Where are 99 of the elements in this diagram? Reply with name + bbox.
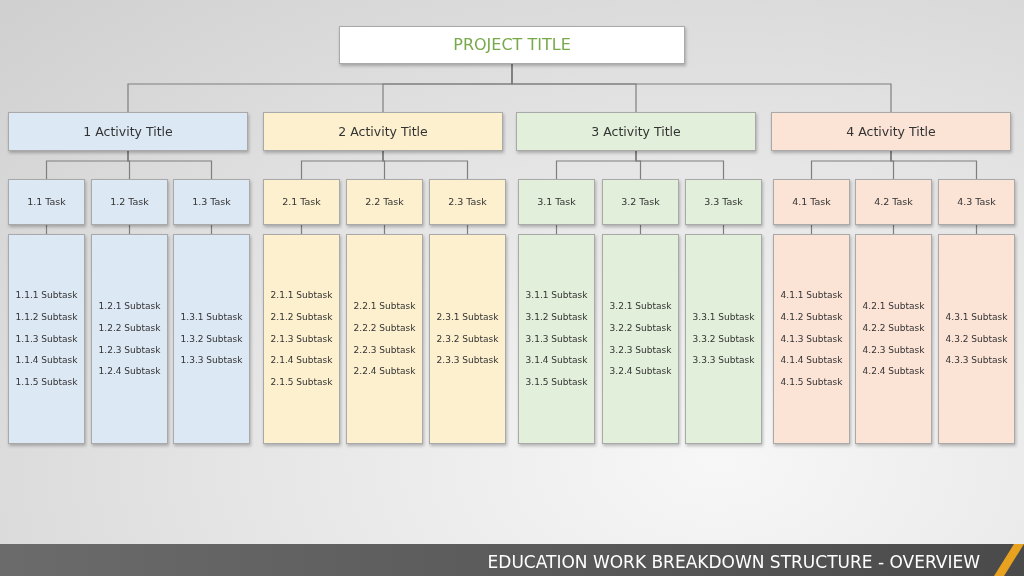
subtask-box: [518, 234, 595, 444]
node-label: 2.1.2 Subtask: [270, 311, 333, 323]
node-label: 1.3 Task: [192, 196, 231, 208]
node-label: 4.1.1 Subtask: [780, 290, 843, 301]
node-label: 1.1 Task: [27, 196, 66, 208]
activity-box: [771, 112, 1011, 151]
task-box: [602, 179, 679, 225]
node-label: 3.1.3 Subtask: [525, 333, 588, 345]
node-label: 1.1.3 Subtask: [15, 333, 78, 345]
node-label: 3.2.3 Subtask: [609, 344, 672, 356]
node-label: 2.3 Task: [448, 196, 487, 208]
subtask-box: [938, 234, 1015, 444]
task-box: [346, 179, 423, 225]
node-label: 2.1.1 Subtask: [270, 290, 333, 301]
node-label: 1.1.5 Subtask: [15, 377, 78, 388]
node-label: 4.2.4 Subtask: [862, 366, 925, 378]
node-label: 1.2.3 Subtask: [98, 344, 161, 356]
node-label: 2.1.4 Subtask: [270, 355, 333, 367]
node-label: 3.1.4 Subtask: [525, 355, 588, 367]
connector-line: [635, 150, 725, 180]
node-label: 1.2.1 Subtask: [98, 300, 161, 312]
node-label: 4.1.5 Subtask: [780, 377, 843, 388]
node-label: 1.3.1 Subtask: [180, 311, 243, 323]
subtask-box: [8, 234, 85, 444]
node-label: 1.2.4 Subtask: [98, 366, 161, 378]
node-label: 2.2 Task: [365, 196, 404, 208]
node-label: 2.1 Task: [282, 196, 321, 208]
node-label: 2.1.3 Subtask: [270, 333, 333, 345]
activity-box: [8, 112, 248, 151]
node-label: 1.2 Task: [110, 196, 149, 208]
node-label: 4.3.3 Subtask: [945, 355, 1008, 367]
node-label: 1.3.3 Subtask: [180, 355, 243, 367]
node-label: 4.1.2 Subtask: [780, 311, 843, 323]
node-label: 3.1.5 Subtask: [525, 377, 588, 388]
activity-box: [516, 112, 756, 151]
task-box: [263, 179, 340, 225]
node-label: 3.2.4 Subtask: [609, 366, 672, 378]
node-label: 3.2.2 Subtask: [609, 322, 672, 334]
task-box: [8, 179, 85, 225]
subtask-box: [91, 234, 168, 444]
node-label: 2.2.2 Subtask: [353, 322, 416, 334]
node-label: 3.3 Task: [704, 196, 743, 208]
node-label: 4.3 Task: [957, 196, 996, 208]
node-label: 1 Activity Title: [83, 124, 173, 139]
node-label: 1.1.4 Subtask: [15, 355, 78, 367]
node-label: 2.2.4 Subtask: [353, 366, 416, 378]
node-label: 3.3.3 Subtask: [692, 355, 755, 367]
node-label: 4.2.3 Subtask: [862, 344, 925, 356]
node-label: 2.3.3 Subtask: [436, 355, 499, 367]
node-label: 1.1.2 Subtask: [15, 311, 78, 323]
node-label: 2.3.1 Subtask: [436, 311, 499, 323]
subtask-box: [346, 234, 423, 444]
task-box: [855, 179, 932, 225]
node-label: 4.2.1 Subtask: [862, 300, 925, 312]
task-box: [685, 179, 762, 225]
node-label: 4.1.4 Subtask: [780, 355, 843, 367]
node-label: 2.1.5 Subtask: [270, 377, 333, 388]
subtask-box: [685, 234, 762, 444]
task-box: [91, 179, 168, 225]
subtask-box: [173, 234, 250, 444]
node-label: 3.2.1 Subtask: [609, 300, 672, 312]
node-label: 3.1.1 Subtask: [525, 290, 588, 301]
node-label: 2.3.2 Subtask: [436, 333, 499, 345]
node-label: 3.3.2 Subtask: [692, 333, 755, 345]
subtask-box: [773, 234, 850, 444]
task-box: [173, 179, 250, 225]
connector-line: [890, 150, 978, 180]
node-label: 4.2 Task: [874, 196, 913, 208]
node-label: 2 Activity Title: [338, 124, 428, 139]
node-label: 4.3.2 Subtask: [945, 333, 1008, 345]
task-box: [773, 179, 850, 225]
node-label: 4.3.1 Subtask: [945, 311, 1008, 323]
node-label: 3.2 Task: [621, 196, 660, 208]
subtask-box: [429, 234, 506, 444]
task-box: [938, 179, 1015, 225]
node-label: 1.2.2 Subtask: [98, 322, 161, 334]
connector-line: [382, 150, 469, 180]
node-label: 4.1 Task: [792, 196, 831, 208]
node-label: 3.3.1 Subtask: [692, 311, 755, 323]
node-label: 2.2.1 Subtask: [353, 300, 416, 312]
node-label: 4.1.3 Subtask: [780, 333, 843, 345]
project-title-box: [339, 26, 685, 64]
task-box: [429, 179, 506, 225]
node-label: 2.2.3 Subtask: [353, 344, 416, 356]
subtask-box: [263, 234, 340, 444]
slide-title: EDUCATION WORK BREAKDOWN STRUCTURE - OVERVIEW: [487, 552, 980, 572]
node-label: 4 Activity Title: [846, 124, 936, 139]
node-label: PROJECT TITLE: [453, 35, 571, 55]
node-label: 4.2.2 Subtask: [862, 322, 925, 334]
connector-line: [127, 150, 213, 180]
node-label: 3 Activity Title: [591, 124, 681, 139]
subtask-box: [855, 234, 932, 444]
node-label: 3.1 Task: [537, 196, 576, 208]
task-box: [518, 179, 595, 225]
activity-box: [263, 112, 503, 151]
node-label: 3.1.2 Subtask: [525, 311, 588, 323]
node-label: 1.3.2 Subtask: [180, 333, 243, 345]
subtask-box: [602, 234, 679, 444]
node-label: 1.1.1 Subtask: [15, 290, 78, 301]
